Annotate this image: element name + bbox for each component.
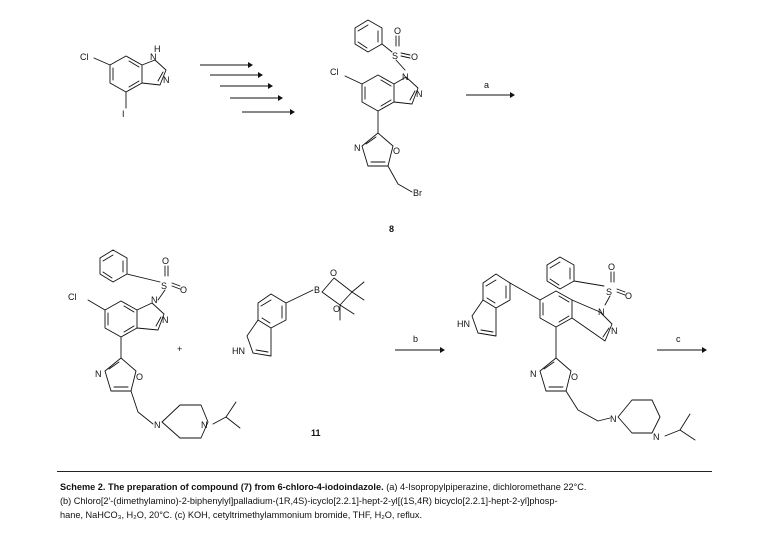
caption-step-a: (a) 4-Isopropylpiperazine, dichlorometha… bbox=[383, 482, 587, 492]
atom-label-n: N bbox=[163, 75, 170, 85]
reaction-arrow-c: c bbox=[657, 334, 707, 353]
atom-label-o: O bbox=[394, 26, 401, 36]
atom-label-n: N bbox=[611, 326, 618, 336]
atom-label-s: S bbox=[161, 281, 167, 291]
atom-label-o: O bbox=[625, 291, 632, 301]
atom-label-hn: HN bbox=[457, 319, 470, 329]
atom-label-o: O bbox=[136, 372, 143, 382]
atom-label-hn: HN bbox=[232, 346, 245, 356]
reaction-scheme: Cl N H N I O S O Cl bbox=[68, 19, 707, 442]
atom-label-cl: Cl bbox=[330, 67, 339, 77]
piperazine-intermediate-structure: O S O Cl N N N O N N bbox=[68, 249, 241, 439]
atom-label-s: S bbox=[392, 51, 398, 61]
atom-label-n: N bbox=[610, 414, 617, 424]
atom-label-o: O bbox=[393, 146, 400, 156]
atom-label-n: N bbox=[154, 420, 161, 430]
atom-label-n: N bbox=[598, 307, 605, 317]
starting-material-structure: Cl N H N I bbox=[80, 44, 170, 119]
atom-label-cl: Cl bbox=[80, 52, 89, 62]
reaction-arrow-b: b bbox=[395, 334, 445, 353]
atom-label-n: N bbox=[162, 315, 169, 325]
scheme-caption: Scheme 2. The preparation of compound (7… bbox=[60, 480, 715, 522]
atom-label-o: O bbox=[411, 52, 418, 62]
compound-number-8: 8 bbox=[389, 224, 394, 234]
atom-label-n: N bbox=[530, 369, 537, 379]
atom-label-cl: Cl bbox=[68, 292, 77, 302]
atom-label-o: O bbox=[333, 304, 340, 314]
atom-label-n: N bbox=[95, 369, 102, 379]
atom-label-o: O bbox=[330, 268, 337, 278]
multistep-arrows bbox=[200, 62, 295, 115]
arrow-label-c: c bbox=[676, 334, 681, 344]
compound-number-11: 11 bbox=[311, 428, 321, 438]
atom-label-b: B bbox=[314, 285, 320, 295]
atom-label-n: N bbox=[416, 89, 423, 99]
atom-label-n: N bbox=[201, 420, 208, 430]
atom-label-o: O bbox=[162, 256, 169, 266]
atom-label-br: Br bbox=[413, 188, 422, 198]
atom-label-n: N bbox=[151, 295, 158, 305]
atom-label-n: N bbox=[402, 72, 409, 82]
atom-label-o: O bbox=[180, 285, 187, 295]
coupled-product-structure: HN O S O N N N O N N bbox=[457, 256, 696, 442]
atom-label-o: O bbox=[571, 372, 578, 382]
caption-divider bbox=[57, 471, 712, 472]
atom-label-i: I bbox=[122, 109, 125, 119]
compound-8-structure: O S O Cl N N N O Br 8 bbox=[330, 19, 423, 234]
caption-step-b: (b) Chloro[2′-(dimethylamino)-2-biphenyl… bbox=[60, 496, 558, 506]
atom-label-h: H bbox=[154, 44, 161, 54]
caption-title: Scheme 2. The preparation of compound (7… bbox=[60, 482, 384, 492]
atom-label-n: N bbox=[354, 143, 361, 153]
plus-sign: + bbox=[177, 344, 182, 354]
arrow-label-b: b bbox=[413, 334, 418, 344]
compound-11-structure: HN B O O 11 bbox=[232, 268, 365, 438]
arrow-label-a: a bbox=[484, 80, 489, 90]
atom-label-s: S bbox=[606, 287, 612, 297]
atom-label-o: O bbox=[608, 262, 615, 272]
caption-step-c: hane, NaHCO₃, H₂O, 20°C. (c) KOH, cetylt… bbox=[60, 510, 423, 520]
atom-label-hn: N bbox=[150, 52, 157, 62]
reaction-arrow-a: a bbox=[466, 80, 515, 98]
atom-label-n: N bbox=[653, 432, 660, 442]
